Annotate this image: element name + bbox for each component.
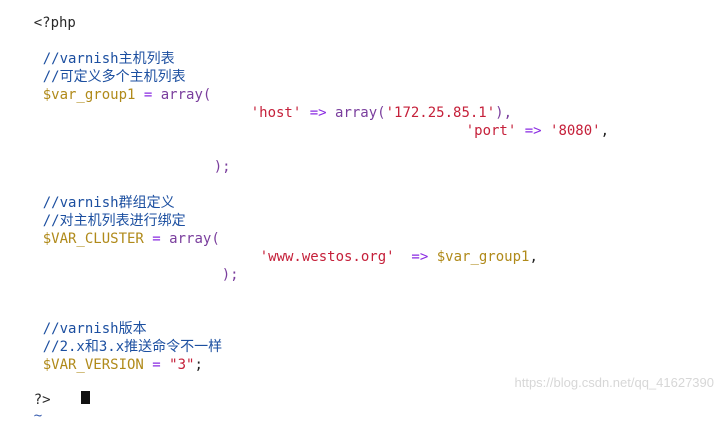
operator: => bbox=[301, 105, 336, 121]
code-line-comment-1: //varnish主机列表 bbox=[0, 32, 175, 67]
code-line-comment-2: //可定义多个主机列表 bbox=[0, 50, 186, 85]
operator: = bbox=[143, 357, 170, 373]
operator: = bbox=[135, 87, 161, 103]
php-open-tag: <?php bbox=[33, 15, 76, 31]
string-literal: '8080' bbox=[550, 123, 601, 139]
operator: => bbox=[516, 123, 551, 139]
string-literal: "3" bbox=[169, 357, 195, 373]
punctuation: ); bbox=[221, 267, 239, 283]
code-line-comment-6: //2.x和3.x推送命令不一样 bbox=[0, 320, 222, 355]
variable-name: $VAR_VERSION bbox=[42, 357, 144, 373]
string-literal: '172.25.85.1' bbox=[385, 105, 496, 121]
comment-text: //varnish版本 bbox=[42, 321, 147, 337]
keyword-array: array( bbox=[335, 105, 386, 121]
comment-text: //对主机列表进行绑定 bbox=[42, 213, 186, 229]
code-line-comment-3: //varnish群组定义 bbox=[0, 176, 175, 211]
punctuation: ), bbox=[495, 105, 513, 121]
vim-editor[interactable]: <?php //varnish主机列表 //可定义多个主机列表 $var_gro… bbox=[0, 0, 722, 424]
variable-name: $var_group1 bbox=[42, 87, 136, 103]
code-line-version: $VAR_VERSION = "3"; bbox=[0, 338, 203, 373]
keyword-array: array( bbox=[169, 231, 220, 247]
string-literal: 'host' bbox=[250, 105, 302, 121]
code-line-comment-4: //对主机列表进行绑定 bbox=[0, 194, 186, 229]
comment-text: //可定义多个主机列表 bbox=[42, 69, 186, 85]
empty-line-tilde: ~ bbox=[0, 389, 42, 424]
code-line-port: 'port' => '8080', bbox=[432, 104, 609, 139]
code-line-cluster: $VAR_CLUSTER = array( bbox=[0, 212, 220, 247]
text-cursor bbox=[81, 391, 90, 404]
punctuation: ); bbox=[213, 159, 231, 175]
comment-text: //2.x和3.x推送命令不一样 bbox=[42, 339, 223, 355]
punctuation: , bbox=[529, 249, 538, 265]
watermark-text: https://blog.csdn.net/qq_41627390 bbox=[514, 375, 715, 390]
comment-text: //varnish群组定义 bbox=[42, 195, 175, 211]
operator: = bbox=[143, 231, 170, 247]
variable-name: $VAR_CLUSTER bbox=[42, 231, 144, 247]
code-line-site: 'www.westos.org' => $var_group1, bbox=[226, 230, 538, 265]
code-line-close-1: ); bbox=[180, 140, 231, 175]
punctuation: ; bbox=[194, 357, 203, 373]
keyword-array: array( bbox=[160, 87, 212, 103]
punctuation: , bbox=[600, 123, 610, 139]
code-line-comment-5: //varnish版本 bbox=[0, 302, 147, 337]
code-line-var-group: $var_group1 = array( bbox=[0, 68, 212, 103]
string-literal: 'www.westos.org' bbox=[259, 249, 395, 265]
string-literal: 'port' bbox=[465, 123, 517, 139]
code-line-host: 'host' => array('172.25.85.1'), bbox=[217, 86, 512, 121]
tilde-marker: ~ bbox=[33, 408, 43, 424]
code-line-php-open: <?php bbox=[0, 0, 76, 31]
variable-name: $var_group1 bbox=[436, 249, 530, 265]
operator: => bbox=[394, 249, 437, 265]
comment-text: //varnish主机列表 bbox=[42, 51, 175, 67]
code-line-close-2: ); bbox=[188, 248, 239, 283]
